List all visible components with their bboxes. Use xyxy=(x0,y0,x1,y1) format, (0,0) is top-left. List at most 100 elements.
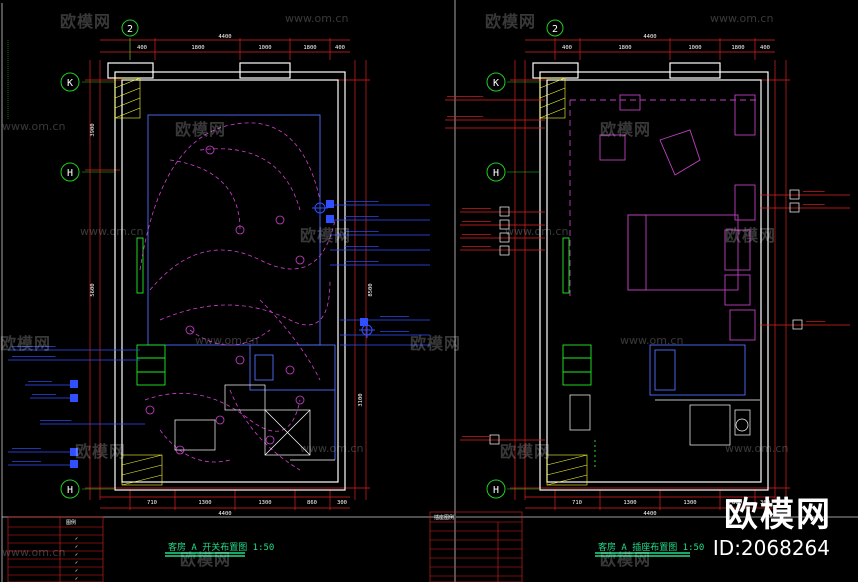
left-grid-lines xyxy=(82,38,131,490)
right-cad-annotations: ━━━━━━━━━━━━━━━ ━━━━━━━━━━━━━━━ ━━━━━━━━… xyxy=(446,94,826,439)
right-grid-bubble-h xyxy=(486,479,506,499)
svg-text:✓: ✓ xyxy=(75,552,78,558)
right-socket-symbols xyxy=(489,189,803,445)
svg-text:━━━━━━━━━━━━: ━━━━━━━━━━━━ xyxy=(461,232,491,237)
right-grid-label-mid: H xyxy=(493,168,499,179)
left-top-total: 4400 xyxy=(218,34,231,40)
right-bathroom-fixtures xyxy=(569,394,760,446)
left-bottom-dim: 860 xyxy=(307,500,317,506)
right-top-total: 4400 xyxy=(643,34,656,40)
svg-text:✓: ✓ xyxy=(75,560,78,566)
left-top-dim: 1000 xyxy=(258,45,271,51)
svg-text:━━━━━━━━━━━━━━: ━━━━━━━━━━━━━━ xyxy=(344,244,379,249)
grid-bubble-labels: 2 K H H 2 K H H xyxy=(67,24,558,496)
right-top-dim: 1800 xyxy=(618,45,631,51)
right-top-dim: 1000 xyxy=(688,45,701,51)
svg-text:━━━━━━━━━━━━━: ━━━━━━━━━━━━━ xyxy=(39,418,72,423)
left-circuit-wiring xyxy=(139,122,336,471)
left-legend-header: 图例 xyxy=(66,519,76,526)
right-furniture xyxy=(569,94,760,341)
right-bathroom xyxy=(649,344,746,396)
svg-text:✓: ✓ xyxy=(75,576,78,582)
right-legend-table xyxy=(429,511,523,582)
svg-text:━━━━━━━━━: ━━━━━━━━━ xyxy=(802,202,825,207)
right-top-dim: 400 xyxy=(562,45,572,51)
right-dimension-lines xyxy=(510,38,790,510)
right-dimension-labels: 4400 400 1800 1000 1800 400 710 1300 130… xyxy=(562,34,770,517)
left-grid-bubble-k xyxy=(60,72,80,92)
right-grid-label-2: 2 xyxy=(552,24,558,35)
left-top-dim: 1800 xyxy=(191,45,204,51)
plan-captions: 客房 A 开关布置图 1:50 客房 A 插座布置图 1:50 xyxy=(168,541,704,553)
svg-text:━━━━━━━━━━━━: ━━━━━━━━━━━━ xyxy=(461,434,491,439)
left-leader-lines xyxy=(8,204,430,466)
left-bottom-dim: 300 xyxy=(337,500,347,506)
left-green-elements xyxy=(136,237,166,386)
svg-text:✓: ✓ xyxy=(75,536,78,542)
right-bottom-dim: 1300 xyxy=(683,500,696,506)
left-floor-plan: ━━━━━━━━━━━━━━━━━━ ━━━━━━━━━━━━━━━━━━ ━━… xyxy=(7,38,430,582)
left-top-dim: 1800 xyxy=(303,45,316,51)
left-top-dim: 400 xyxy=(335,45,345,51)
right-caption-underline xyxy=(595,552,690,557)
svg-text:━━━━━━━━━━━━━━━: ━━━━━━━━━━━━━━━ xyxy=(446,94,484,99)
svg-text:━━━━━━━━━━━━━━━━━━: ━━━━━━━━━━━━━━━━━━ xyxy=(11,354,56,359)
left-grid-label-mid: H xyxy=(67,168,73,179)
left-bottom-dim: 1300 xyxy=(258,500,271,506)
right-grid-bubble-mid xyxy=(486,162,506,182)
right-bottom-dim: 710 xyxy=(572,500,582,506)
left-plan-caption: 客房 A 开关布置图 1:50 xyxy=(168,541,274,553)
right-walls xyxy=(532,62,769,491)
left-dimension-labels: 4400 400 1800 1000 1800 400 710 1300 130… xyxy=(90,34,374,517)
svg-text:━━━━━━━━━━━━━━: ━━━━━━━━━━━━━━ xyxy=(344,214,379,219)
grid-bubbles xyxy=(60,19,564,499)
svg-text:━━━━━━━━━━: ━━━━━━━━━━ xyxy=(27,379,53,384)
left-side-dim: 3900 xyxy=(90,123,96,136)
right-bottom-total: 4400 xyxy=(643,511,656,517)
brand-id: ID:2068264 xyxy=(712,536,830,560)
left-grid-label-h: H xyxy=(67,485,73,496)
right-leader-lines xyxy=(445,99,850,441)
svg-text:✓: ✓ xyxy=(75,568,78,574)
left-cad-annotations: ━━━━━━━━━━━━━━━━━━ ━━━━━━━━━━━━━━━━━━ ━━… xyxy=(11,199,409,464)
legend-headers: 图例 插座图例 xyxy=(66,514,454,526)
left-grid-label-k: K xyxy=(67,78,73,89)
svg-text:━━━━━━━━━━━━: ━━━━━━━━━━━━ xyxy=(11,459,41,464)
svg-text:━━━━━━━━━━━━━━: ━━━━━━━━━━━━━━ xyxy=(344,259,379,264)
svg-text:━━━━━━━━━━━━: ━━━━━━━━━━━━ xyxy=(379,329,409,334)
svg-text:✓: ✓ xyxy=(75,544,78,550)
right-top-dim: 1800 xyxy=(731,45,744,51)
left-dimension-lines xyxy=(85,38,370,510)
left-bathroom xyxy=(174,384,335,461)
svg-text:━━━━━━━━━━━━━━━━━━: ━━━━━━━━━━━━━━━━━━ xyxy=(11,344,56,349)
svg-text:━━━━━━━━━━━━: ━━━━━━━━━━━━ xyxy=(461,206,491,211)
right-grid-bubble-2 xyxy=(546,19,564,37)
left-furniture xyxy=(147,114,336,460)
svg-text:━━━━━━━━━━: ━━━━━━━━━━ xyxy=(31,392,57,397)
right-top-dim: 400 xyxy=(760,45,770,51)
left-switch-symbols xyxy=(70,200,368,468)
left-grid-bubble-2 xyxy=(121,19,139,37)
right-bottom-dim: 300 xyxy=(760,500,770,506)
right-floor-plan: ━━━━━━━━━━━━━━━ ━━━━━━━━━━━━━━━ ━━━━━━━━… xyxy=(429,38,850,582)
svg-text:━━━━━━━━━: ━━━━━━━━━ xyxy=(802,189,825,194)
left-side-dim: 5600 xyxy=(90,283,96,296)
svg-text:━━━━━━━━━━━━: ━━━━━━━━━━━━ xyxy=(379,314,409,319)
svg-text:━━━━━━━━━━━━: ━━━━━━━━━━━━ xyxy=(461,219,491,224)
right-side-dim: 8500 xyxy=(368,283,374,296)
svg-text:━━━━━━━━━━━━: ━━━━━━━━━━━━ xyxy=(11,446,41,451)
left-grid-label-2: 2 xyxy=(127,24,133,35)
left-walls xyxy=(107,62,346,491)
left-crosshairs xyxy=(312,200,375,338)
right-side-dim: 3100 xyxy=(358,393,364,406)
right-bottom-dim: 860 xyxy=(732,500,742,506)
left-wall-hatch xyxy=(114,77,163,486)
right-bottom-dim: 1300 xyxy=(623,500,636,506)
left-legend-table xyxy=(7,516,104,582)
right-green-elements xyxy=(562,237,596,470)
svg-text:━━━━━━━━━━━━━━: ━━━━━━━━━━━━━━ xyxy=(344,199,379,204)
right-legend-header: 插座图例 xyxy=(434,514,454,521)
right-grid-lines xyxy=(507,81,540,490)
left-legend-symbols: ✓ ✓ ✓ ✓ ✓ ✓ xyxy=(75,536,78,582)
